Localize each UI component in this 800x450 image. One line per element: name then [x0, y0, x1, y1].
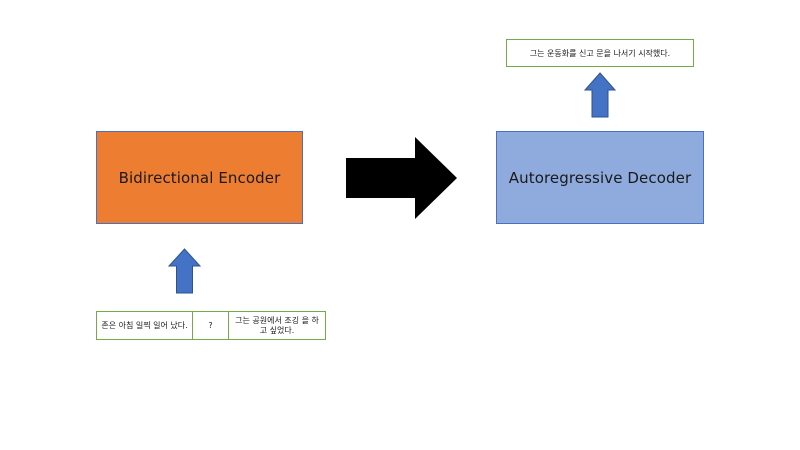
bidirectional-encoder-block: Bidirectional Encoder — [96, 131, 303, 224]
input-segment-text: 존은 아침 일찍 일어 났다. — [101, 320, 188, 330]
output-sentence-text: 그는 운동화를 신고 문을 나서기 시작했다. — [529, 48, 671, 58]
decoder-label: Autoregressive Decoder — [508, 168, 692, 187]
mask-token-text: ? — [208, 320, 213, 330]
masked-segment: ? — [193, 311, 229, 340]
input-segment-3: 그는 공원에서 조깅 을 하고 싶었다. — [229, 311, 326, 340]
encoder-label: Bidirectional Encoder — [118, 168, 281, 187]
up-arrow-icon — [583, 72, 617, 118]
autoregressive-decoder-block: Autoregressive Decoder — [496, 131, 704, 224]
output-sentence-box: 그는 운동화를 신고 문을 나서기 시작했다. — [506, 39, 694, 67]
input-segment-1: 존은 아침 일찍 일어 났다. — [96, 311, 193, 340]
right-arrow-icon — [346, 137, 457, 219]
input-segment-text: 그는 공원에서 조깅 을 하고 싶었다. — [235, 315, 319, 335]
input-sentence-row: 존은 아침 일찍 일어 났다. ? 그는 공원에서 조깅 을 하고 싶었다. — [96, 311, 326, 340]
up-arrow-icon — [167, 248, 202, 294]
